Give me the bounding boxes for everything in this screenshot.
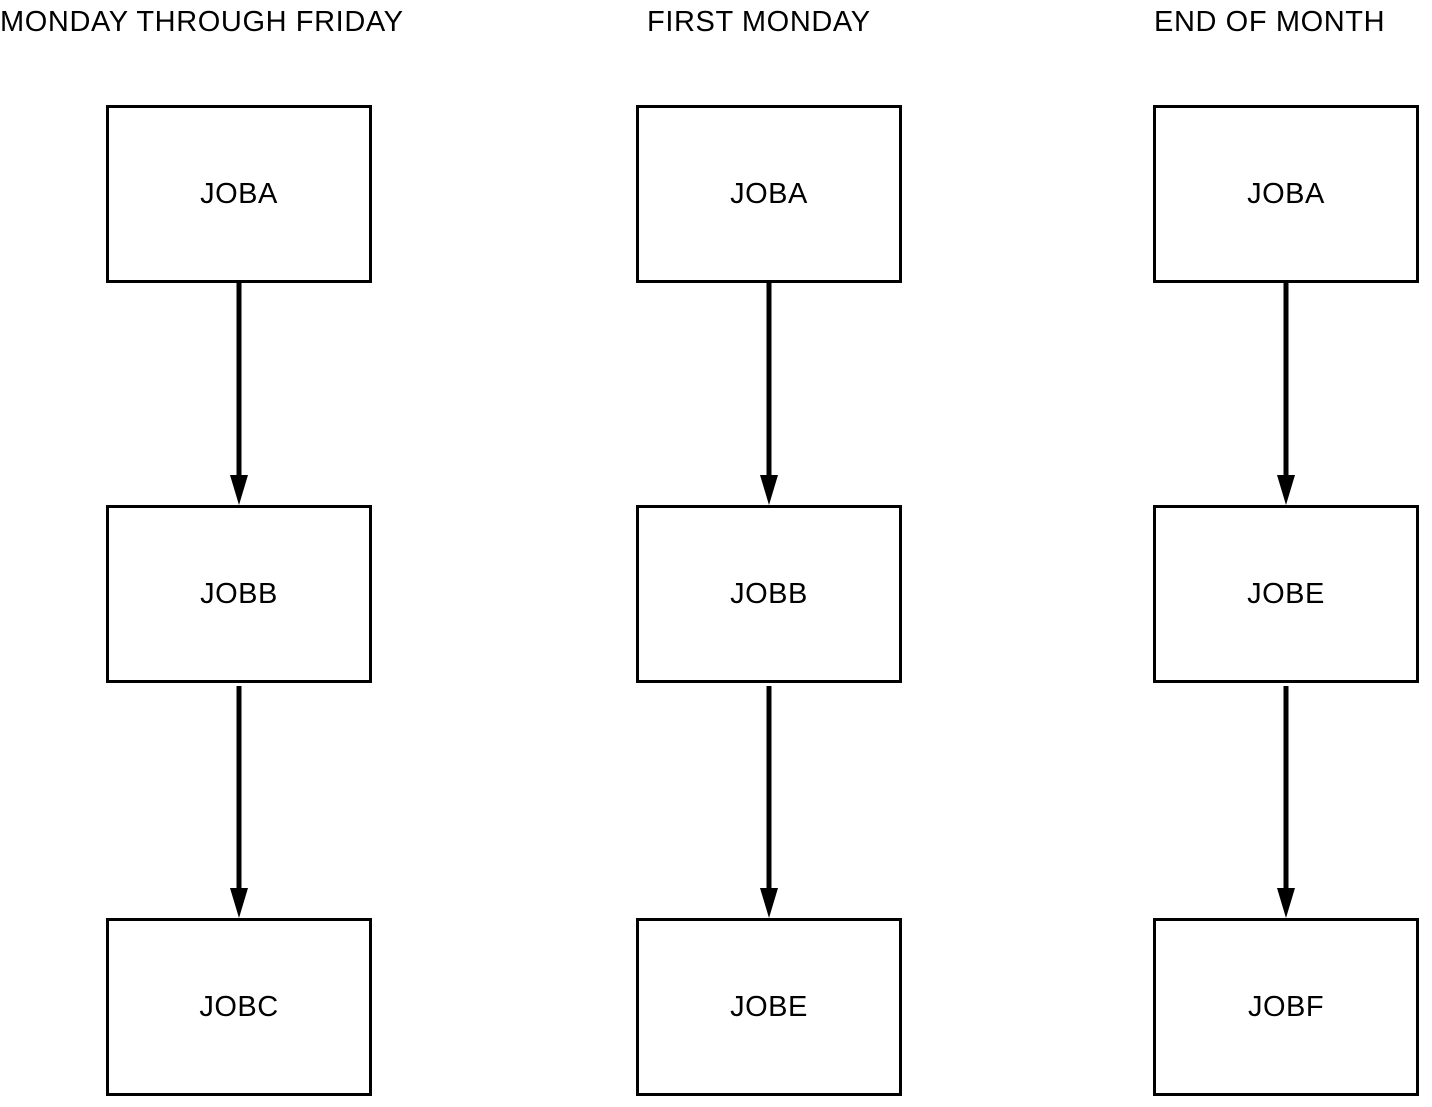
process-node[interactable]: JOBB xyxy=(636,505,902,683)
process-node[interactable]: JOBE xyxy=(1153,505,1419,683)
process-node[interactable]: JOBA xyxy=(106,105,372,283)
flow-column-monday-through-friday: MONDAY THROUGH FRIDAY JOBA JOBB JOBC xyxy=(0,0,403,1107)
node-label: JOBB xyxy=(200,578,278,610)
process-node[interactable]: JOBC xyxy=(106,918,372,1096)
process-node[interactable]: JOBA xyxy=(636,105,902,283)
node-label: JOBE xyxy=(730,991,808,1023)
flow-column-first-monday: FIRST MONDAY JOBA JOBB JOBE xyxy=(530,0,902,1107)
process-node[interactable]: JOBE xyxy=(636,918,902,1096)
arrow-down-icon xyxy=(757,283,781,505)
node-label: JOBE xyxy=(1247,578,1325,610)
flow-column-end-of-month: END OF MONTH JOBA JOBE JOBF xyxy=(1047,0,1419,1107)
node-label: JOBB xyxy=(730,578,808,610)
arrow-down-icon xyxy=(1274,283,1298,505)
node-label: JOBA xyxy=(1247,178,1325,210)
arrow-down-icon xyxy=(227,686,251,918)
column-title: MONDAY THROUGH FRIDAY xyxy=(0,6,404,38)
node-label: JOBA xyxy=(730,178,808,210)
column-title: FIRST MONDAY xyxy=(647,6,871,38)
arrow-down-icon xyxy=(1274,686,1298,918)
process-node[interactable]: JOBB xyxy=(106,505,372,683)
arrow-down-icon xyxy=(757,686,781,918)
node-label: JOBF xyxy=(1247,991,1325,1023)
process-node[interactable]: JOBF xyxy=(1153,918,1419,1096)
column-title: END OF MONTH xyxy=(1154,6,1386,38)
process-node[interactable]: JOBA xyxy=(1153,105,1419,283)
node-label: JOBC xyxy=(199,991,279,1023)
node-label: JOBA xyxy=(200,178,278,210)
arrow-down-icon xyxy=(227,283,251,505)
